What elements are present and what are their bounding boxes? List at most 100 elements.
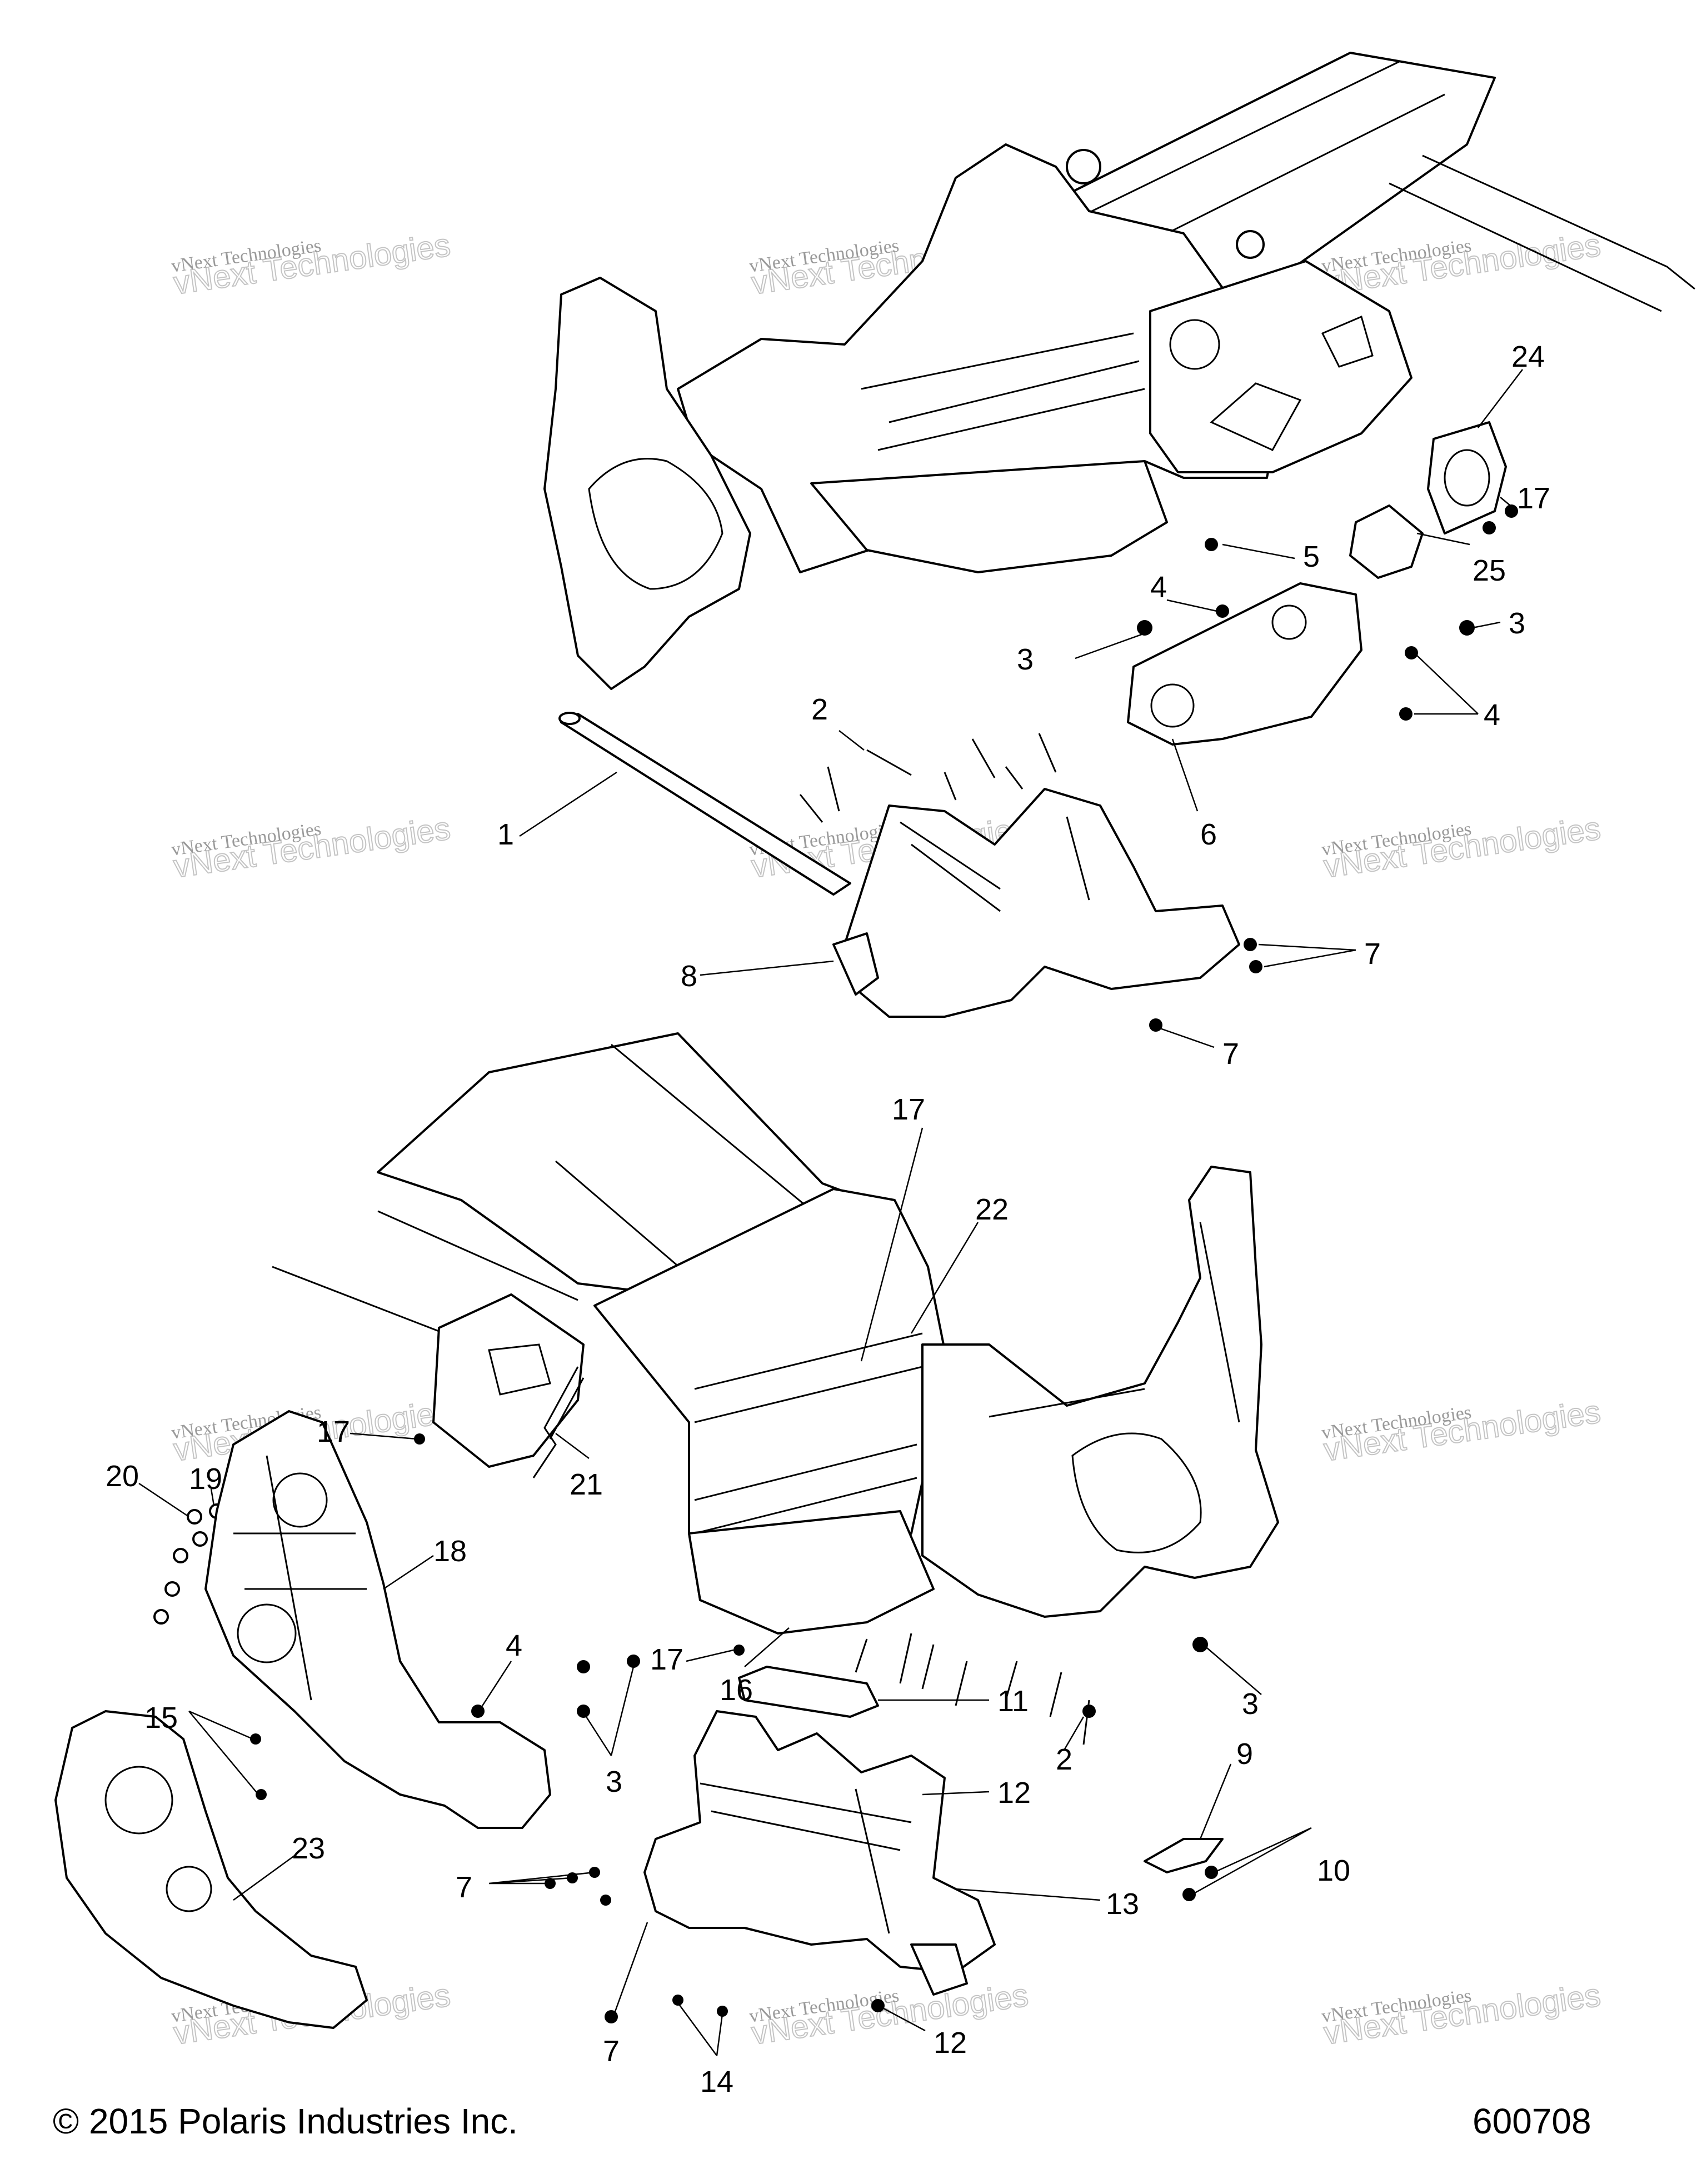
- lower-bolts-2: [855, 1633, 1090, 1745]
- upper-left-front-frame: [543, 277, 751, 690]
- housing-23-bore: [166, 1866, 212, 1912]
- screw-17-head: [1483, 521, 1496, 534]
- leader-3-lower-left: [585, 1666, 635, 1756]
- upper-mount-boss: [1236, 230, 1265, 259]
- bolt-2: [827, 766, 840, 812]
- screw-5-head: [1205, 538, 1218, 551]
- part-1-tube: [558, 712, 851, 896]
- part-8-frame: [832, 788, 1240, 1018]
- leader-4-upper: [1166, 599, 1217, 612]
- callout-1: 1: [497, 818, 514, 851]
- callout-labels: 1 2 2 3 3 3 3 4 4 4 5 6 7 7 7 7 8 9 10 1…: [106, 340, 1550, 2098]
- clip-21-wire: [532, 1366, 585, 1478]
- bumper-block: [1349, 504, 1424, 579]
- leader-2-upper: [838, 730, 865, 751]
- callout-12: 12: [934, 2026, 967, 2060]
- bolt-14-head: [717, 2006, 728, 2017]
- callout-9: 9: [1236, 1737, 1253, 1771]
- lower-tunnel-rail: [272, 1043, 806, 1335]
- nut-20: [173, 1548, 188, 1563]
- leader-22: [910, 1222, 979, 1334]
- leader-17-lower-mid: [686, 1649, 734, 1662]
- callout-18: 18: [433, 1535, 467, 1568]
- callout-5: 5: [1303, 540, 1320, 573]
- nut-20: [164, 1581, 180, 1597]
- callout-4: 4: [506, 1629, 522, 1662]
- lower-bulkhead-rib: [694, 1332, 923, 1535]
- chaincase-18-lower-bore: [237, 1603, 297, 1663]
- part-9-strap: [1144, 1838, 1224, 1873]
- part-13-frame: [643, 1710, 996, 1996]
- bolt-2: [921, 1644, 935, 1690]
- callout-20: 20: [106, 1460, 139, 1493]
- bracket-6-bore: [1150, 683, 1195, 728]
- bolt-2: [1082, 1700, 1090, 1745]
- callout-3: 3: [1017, 643, 1034, 676]
- part-18-chaincase: [204, 1410, 551, 1829]
- lower-right-frame-window: [1071, 1432, 1202, 1553]
- nut-20: [192, 1531, 208, 1547]
- leader-3-upper-left: [1075, 632, 1145, 659]
- nut-20: [153, 1609, 169, 1625]
- bolt-2: [971, 738, 996, 778]
- bolt-14-head: [672, 1995, 683, 2006]
- leader-24: [1478, 369, 1523, 428]
- tube-body: [560, 713, 851, 896]
- watermark: vNext Technologies vNext Technologies: [1320, 1976, 1603, 2052]
- part-21-clip: [532, 1366, 585, 1478]
- leader-10: [1191, 1827, 1312, 1896]
- callout-4: 4: [1484, 698, 1500, 732]
- watermark: vNext Technologies vNext Technologies: [170, 809, 453, 885]
- copyright-text: © 2015 Polaris Industries Inc.: [53, 2101, 518, 2141]
- callout-17: 17: [1517, 482, 1550, 515]
- callout-21: 21: [570, 1468, 603, 1501]
- callout-7: 7: [1364, 937, 1381, 971]
- leader-21: [555, 1433, 590, 1459]
- leader-2-lower: [1063, 1716, 1085, 1751]
- leader-13: [955, 1888, 1101, 1901]
- chaincase-18-rib: [233, 1455, 367, 1701]
- leader-6: [1171, 738, 1199, 812]
- leader-4-upper-right: [1414, 652, 1479, 715]
- nut-3-head: [627, 1655, 640, 1668]
- bolt-2: [799, 794, 823, 823]
- leader-8: [700, 960, 834, 976]
- part-24-gasket: [1427, 421, 1507, 534]
- callout-24: 24: [1511, 340, 1545, 373]
- leader-12-lower: [883, 2007, 926, 2032]
- bolt-4-head: [1216, 604, 1229, 618]
- leader-7-lower-left: [488, 1871, 595, 1885]
- watermark: vNext Technologies vNext Technologies: [170, 226, 453, 302]
- bolt-2: [855, 1638, 868, 1673]
- callout-7: 7: [1222, 1037, 1239, 1071]
- nut-3-head: [1137, 620, 1152, 636]
- screw-17-head: [733, 1645, 745, 1656]
- part-23-housing: [54, 1710, 368, 2029]
- leader-25: [1416, 532, 1470, 546]
- screw-17-head: [414, 1433, 425, 1445]
- leader-3-lower-right: [1202, 1644, 1262, 1695]
- nut-3-head: [577, 1660, 590, 1673]
- upper-side-plate-cutout: [1210, 315, 1374, 451]
- callout-23: 23: [292, 1832, 325, 1865]
- callout-8: 8: [681, 959, 697, 993]
- frame-13-foot: [910, 1943, 968, 1996]
- upper-chassis-assembly: [543, 52, 1695, 690]
- leader-9: [1199, 1763, 1232, 1840]
- leader-19: [210, 1488, 215, 1506]
- callout-19: 19: [189, 1462, 222, 1496]
- strap-11: [738, 1666, 879, 1718]
- leader-4-lower: [480, 1661, 512, 1709]
- upper-tunnel-rail: [989, 60, 1695, 312]
- callout-6: 6: [1200, 818, 1217, 851]
- frame-8-foot: [832, 932, 879, 996]
- bolt-2: [866, 749, 912, 776]
- callout-11: 11: [997, 1685, 1029, 1718]
- part-25-bumper: [1349, 504, 1424, 579]
- strap-9: [1144, 1838, 1224, 1873]
- bolt-2: [1038, 733, 1057, 773]
- bracket-6-bore: [1271, 604, 1307, 640]
- callout-12: 12: [997, 1776, 1031, 1810]
- callout-17: 17: [892, 1093, 925, 1126]
- bolt-2: [1049, 1672, 1062, 1717]
